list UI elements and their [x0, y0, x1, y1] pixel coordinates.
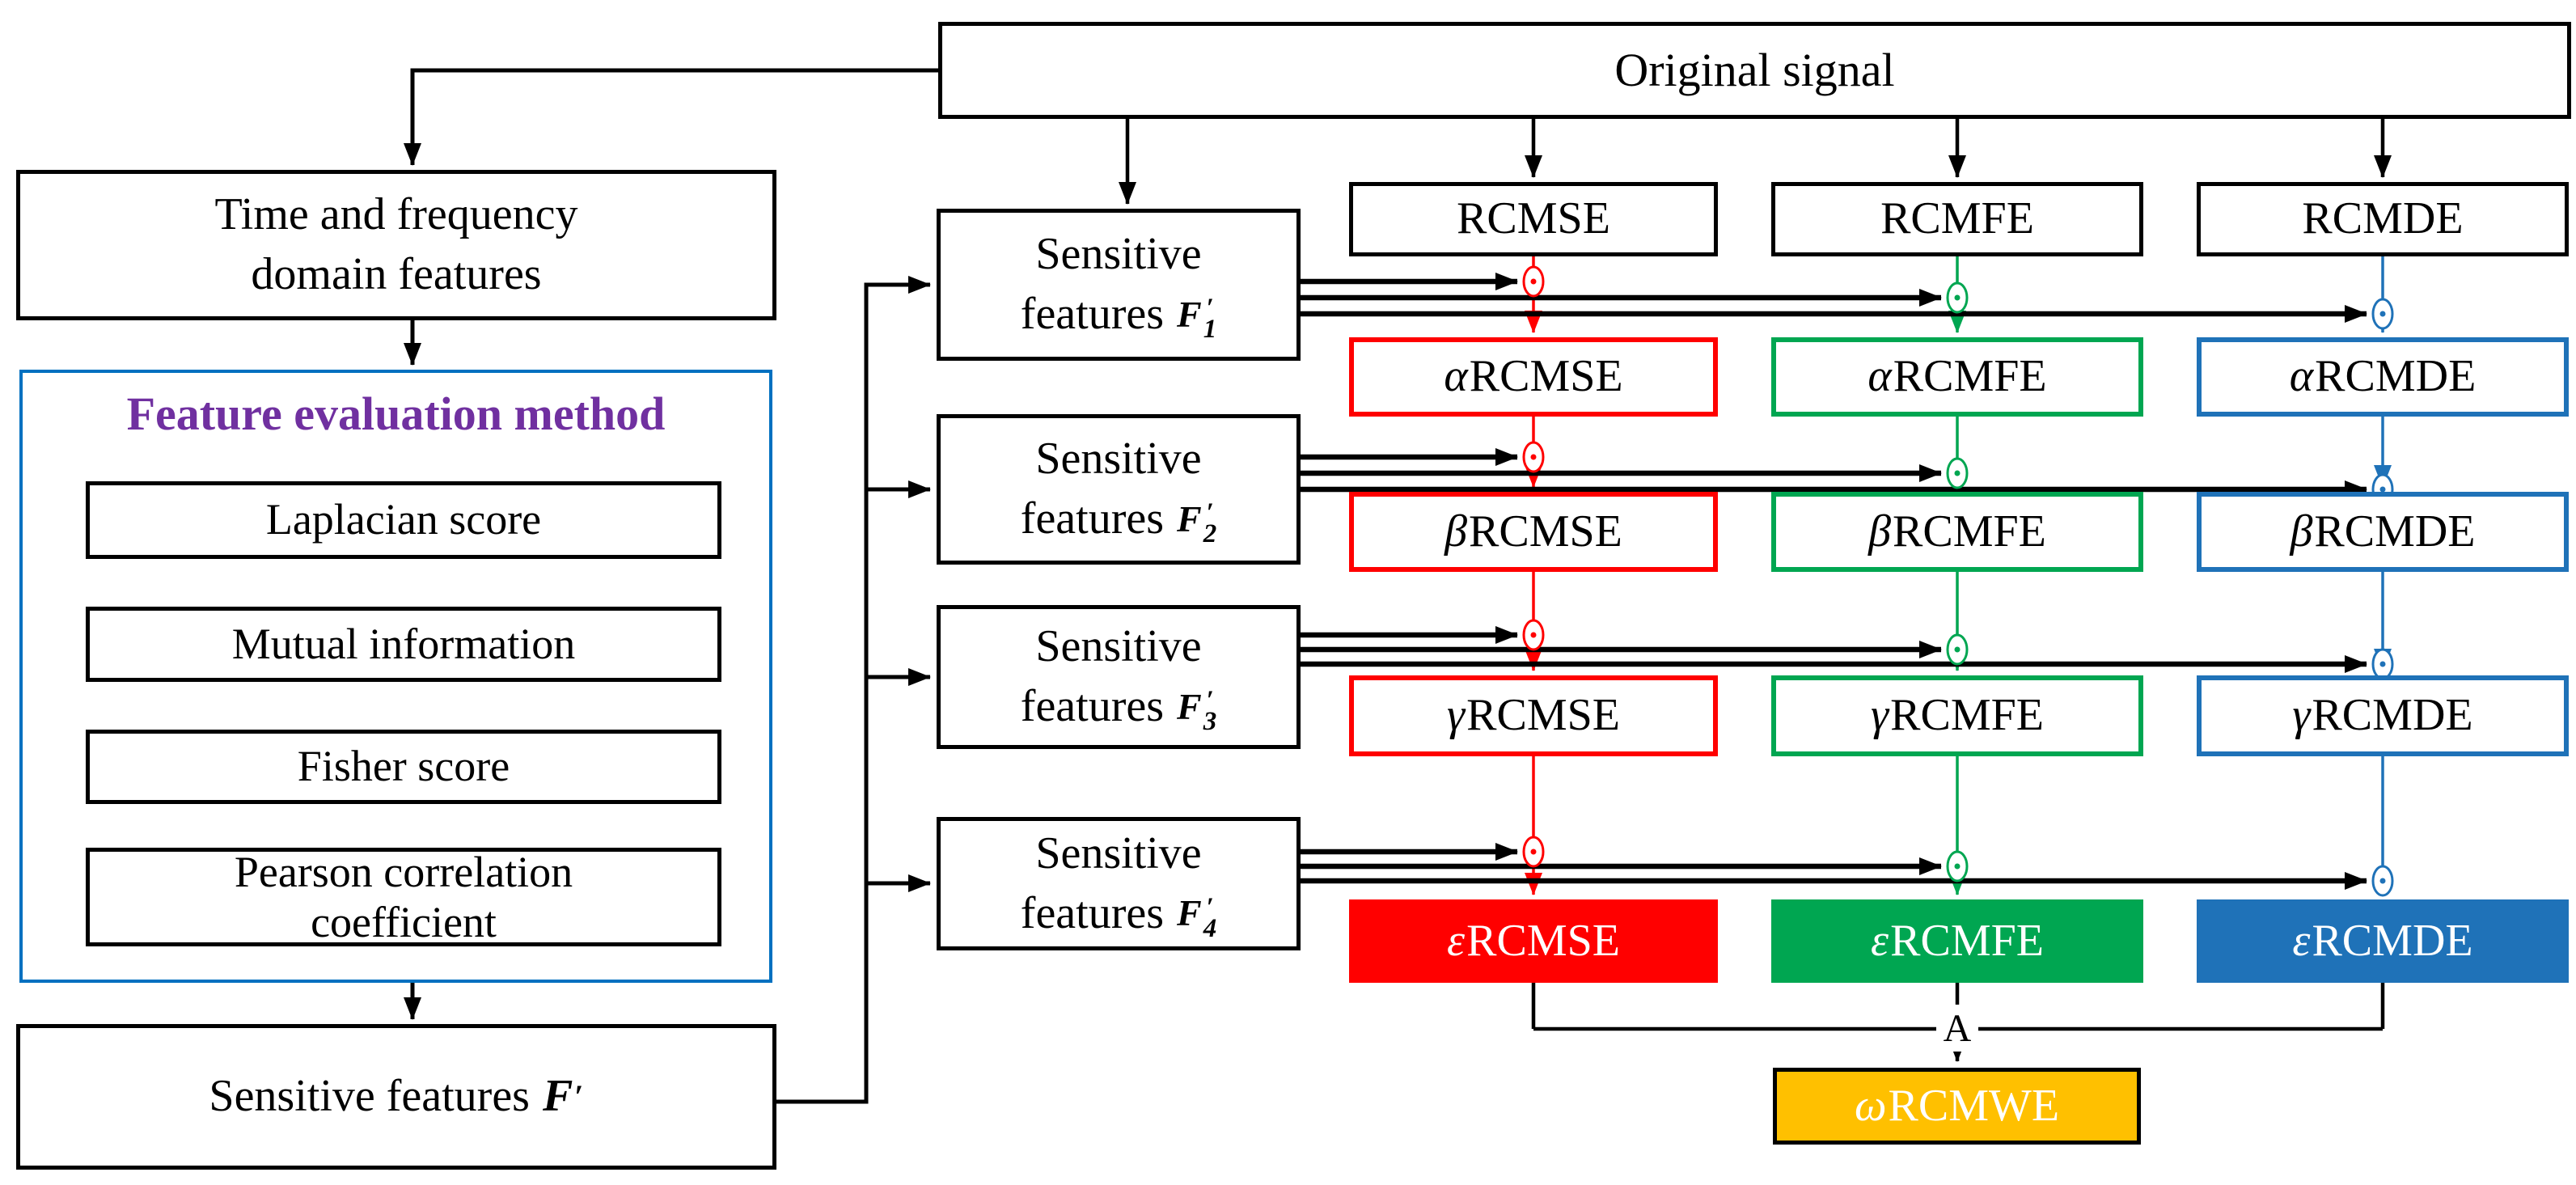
set3-line2: features [1020, 681, 1165, 731]
set4-symbol: F [1177, 892, 1202, 934]
sensitive-features-overall-box: Sensitive features F ′ [16, 1024, 776, 1170]
gamma-greek: γ [2292, 690, 2311, 741]
original-signal-box: Original signal [938, 22, 2571, 119]
aggregation-junction-label: A [1936, 1005, 1978, 1052]
sensitive-set1-box: Sensitive features F ′1 [937, 209, 1301, 361]
epsilon-rcmde-label: RCMDE [2312, 915, 2473, 966]
pearson-correlation-line2: coefficient [311, 898, 497, 946]
beta-greek: β [1868, 506, 1892, 557]
time-frequency-line1: Time and frequency [214, 189, 578, 240]
set3-index: 3 [1203, 707, 1217, 737]
pearson-correlation-line1: Pearson correlation [234, 847, 573, 896]
epsilon-rcmfe-label: RCMFE [1890, 915, 2044, 966]
sensitive-set2-arrows [1301, 448, 2367, 498]
epsilon-rcmse-label: RCMSE [1466, 915, 1620, 966]
sensitive-set1-arrows [1301, 273, 2367, 323]
gamma-rcmde-label: RCMDE [2312, 690, 2473, 741]
epsilon-greek: ε [2292, 915, 2311, 966]
alpha-greek: α [2289, 351, 2314, 402]
rcmse-header-box: RCMSE [1349, 182, 1718, 256]
set1-prime: ′ [1206, 294, 1214, 324]
fisher-score-label: Fisher score [297, 742, 510, 791]
set4-line1: Sensitive [1035, 827, 1202, 878]
time-frequency-line2: domain features [251, 249, 542, 299]
set4-line2: features [1020, 887, 1165, 938]
sensitive-overall-label: Sensitive features [209, 1071, 530, 1122]
beta-greek: β [2290, 506, 2313, 557]
sensitive-set4-box: Sensitive features F ′4 [937, 817, 1301, 950]
original-signal-label: Original signal [1614, 43, 1895, 96]
alpha-greek: α [1444, 351, 1468, 402]
sensitive-set2-box: Sensitive features F ′2 [937, 414, 1301, 565]
set3-symbol: F [1177, 685, 1202, 727]
pearson-correlation-box: Pearson correlation coefficient [86, 848, 721, 946]
set2-symbol: F [1177, 497, 1202, 540]
wire-original-down-arrows [1119, 119, 2392, 205]
beta-rcmde-label: RCMDE [2314, 506, 2476, 557]
sensitive-set3-box: Sensitive features F ′3 [937, 605, 1301, 749]
epsilon-greek: ε [1447, 915, 1466, 966]
fisher-score-box: Fisher score [86, 730, 721, 804]
set2-line2: features [1020, 493, 1165, 544]
rcmde-header-box: RCMDE [2197, 182, 2569, 256]
set2-line1: Sensitive [1035, 434, 1202, 485]
set4-index: 4 [1203, 913, 1217, 943]
sensitive-set4-arrows [1301, 843, 2367, 890]
set2-index: 2 [1203, 519, 1217, 549]
alpha-rcmde-label: RCMDE [2315, 351, 2477, 402]
sensitive-set3-arrows [1301, 626, 2367, 673]
gamma-rcmse-label: RCMSE [1466, 690, 1620, 741]
set1-index: 1 [1203, 315, 1217, 345]
sensitive-overall-symbol: F [542, 1071, 573, 1122]
beta-rcmse-label: RCMSE [1469, 506, 1622, 557]
epsilon-greek: ε [1871, 915, 1889, 966]
omega-rcmwe-label: RCMWE [1888, 1080, 2060, 1131]
set1-symbol: F [1177, 293, 1202, 335]
beta-greek: β [1445, 506, 1468, 557]
alpha-rcmfe-label: RCMFE [1893, 351, 2047, 402]
rcmse-header-label: RCMSE [1457, 193, 1610, 244]
beta-rcmfe-label: RCMFE [1893, 506, 2046, 557]
set4-prime: ′ [1206, 892, 1214, 922]
rcmde-header-label: RCMDE [2302, 193, 2464, 244]
gamma-rcmfe-label: RCMFE [1890, 690, 2044, 741]
rcmfe-header-label: RCMFE [1880, 193, 2034, 244]
set1-line2: features [1020, 289, 1165, 339]
junction-letter: A [1943, 1006, 1972, 1050]
wire-original-to-time-frequency [404, 68, 938, 166]
laplacian-score-label: Laplacian score [265, 495, 542, 544]
set2-prime: ′ [1206, 498, 1214, 528]
alpha-rcmse-label: RCMSE [1469, 351, 1623, 402]
set1-line1: Sensitive [1035, 229, 1202, 280]
mutual-information-box: Mutual information [86, 607, 721, 682]
laplacian-score-box: Laplacian score [86, 481, 721, 559]
wire-sensitive-overall-to-sets-trunk [776, 276, 931, 1104]
gamma-greek: γ [1447, 690, 1466, 741]
feature-evaluation-title: Feature evaluation method [126, 387, 666, 440]
mutual-information-label: Mutual information [231, 619, 576, 668]
gamma-greek: γ [1871, 690, 1889, 741]
time-frequency-box: Time and frequency domain features [16, 170, 776, 320]
sensitive-overall-prime: ′ [574, 1077, 584, 1115]
set3-line1: Sensitive [1035, 621, 1202, 672]
rcmfe-header-box: RCMFE [1771, 182, 2143, 256]
set3-prime: ′ [1206, 686, 1214, 716]
omega-greek: ω [1854, 1080, 1887, 1131]
alpha-greek: α [1867, 351, 1892, 402]
